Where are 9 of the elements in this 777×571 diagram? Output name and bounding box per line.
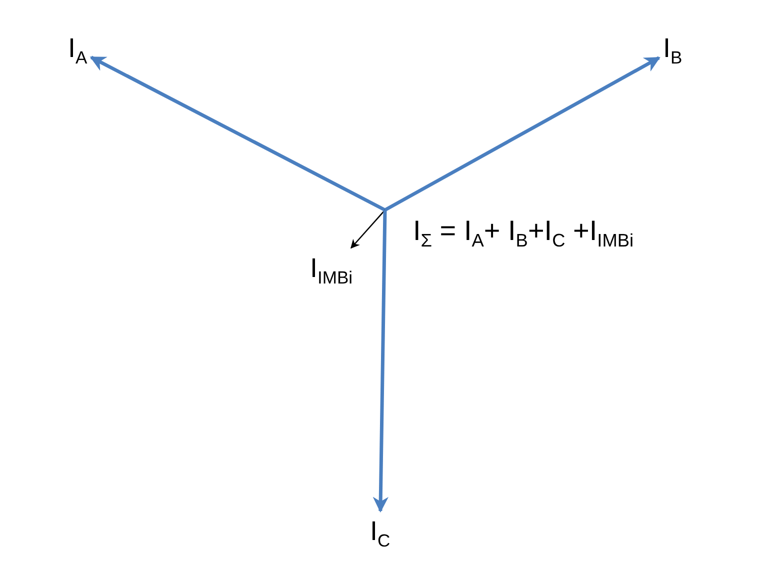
phasor-arrow	[384, 56, 660, 212]
phasor-label: I$_{B}$	[663, 32, 682, 68]
phasor-label: I$_{IMBi}$	[310, 252, 353, 288]
phasor-arrow	[350, 210, 386, 249]
sum-equation: I$_{Σ}$ = I$_{A}$+ I$_{B}$+I$_{C}$ +I$_{IMBi}$	[413, 214, 634, 252]
phasor-arrow	[372, 210, 389, 513]
phasor-label: I$_{C}$	[370, 515, 390, 552]
phasor-arrow	[90, 56, 386, 212]
phasor-label: I$_{A}$	[68, 32, 88, 68]
